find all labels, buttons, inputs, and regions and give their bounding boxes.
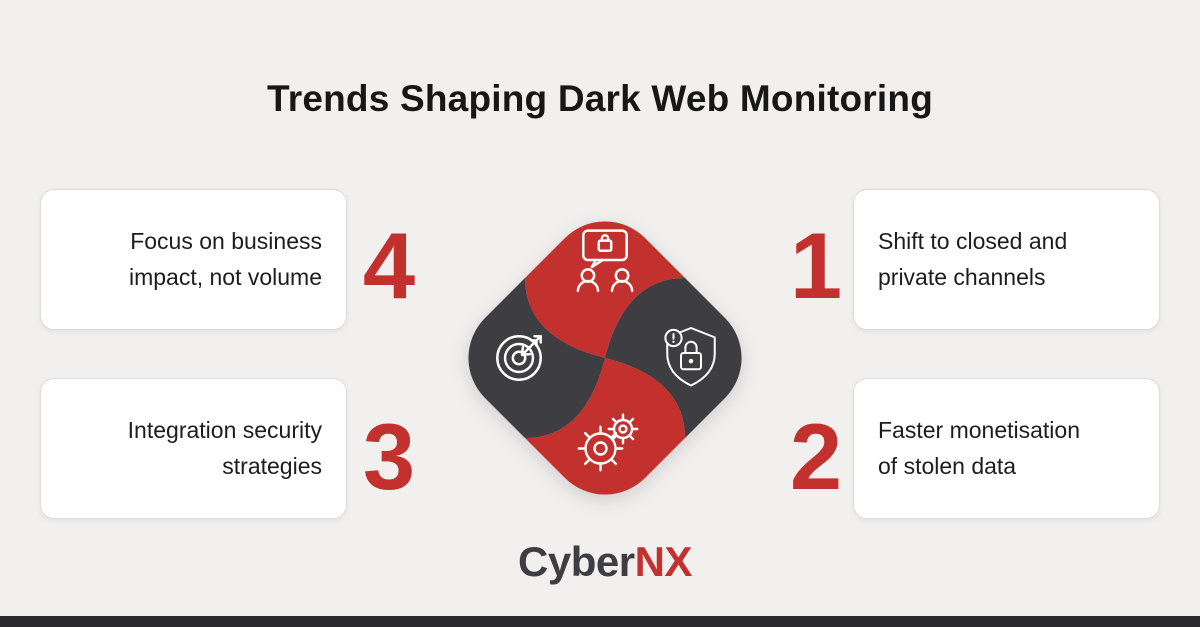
card-closed-private-channels: Shift to closed and private channels bbox=[853, 189, 1160, 330]
secure-chat-users-icon bbox=[576, 229, 634, 293]
shield-alert-lock-icon bbox=[664, 327, 716, 387]
card-integration-security: Integration security strategies bbox=[40, 378, 347, 519]
pinwheel-diagram bbox=[468, 221, 742, 495]
step-number-2: 2 bbox=[789, 404, 843, 509]
target-dart-icon bbox=[496, 335, 542, 381]
petal-left bbox=[468, 278, 605, 438]
page-title: Trends Shaping Dark Web Monitoring bbox=[267, 78, 933, 119]
brand-logo-cyber: Cyber bbox=[518, 538, 635, 585]
gears-icon bbox=[577, 413, 639, 472]
card-text-1: Shift to closed and private channels bbox=[878, 227, 1068, 290]
step-number-4: 4 bbox=[362, 213, 416, 318]
bottom-accent-bar bbox=[0, 616, 1200, 627]
petal-right bbox=[605, 278, 742, 438]
card-text-4: Focus on business impact, not volume bbox=[128, 227, 322, 290]
petal-top bbox=[525, 221, 685, 358]
brand-logo-nx: NX bbox=[634, 538, 693, 585]
card-text-2: Faster monetisation of stolen data bbox=[878, 416, 1080, 479]
card-text-3: Integration security strategies bbox=[127, 416, 322, 479]
step-number-3: 3 bbox=[362, 404, 416, 509]
card-focus-business-impact: Focus on business impact, not volume bbox=[40, 189, 347, 330]
step-number-1: 1 bbox=[789, 213, 843, 318]
brand-logo: CyberNX bbox=[445, 538, 765, 586]
petal-bottom bbox=[525, 358, 685, 495]
card-faster-monetisation: Faster monetisation of stolen data bbox=[853, 378, 1160, 519]
